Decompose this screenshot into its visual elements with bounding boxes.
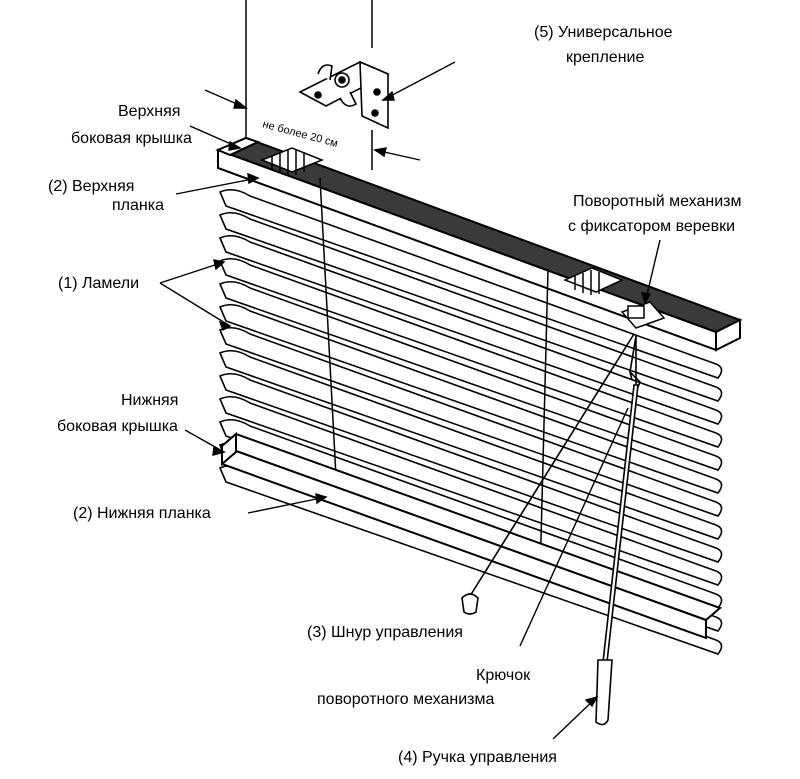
distance-arrows xyxy=(204,89,421,161)
label-bottom-side-cap-1: Нижняя xyxy=(121,392,178,409)
slat xyxy=(218,280,723,471)
label-max-distance: не более 20 см xyxy=(261,118,339,150)
label-control-wand: (4) Ручка управления xyxy=(398,749,557,766)
slat xyxy=(218,326,723,517)
cord-spool-right xyxy=(563,267,624,295)
label-top-side-cap-1: Верхняя xyxy=(118,103,180,120)
tilt-mechanism xyxy=(620,301,666,329)
headrail xyxy=(215,136,743,352)
label-universal-mount-1: (5) Универсальное xyxy=(534,24,673,41)
bottom-rail xyxy=(220,431,722,640)
control-cord xyxy=(461,333,635,615)
bottom-side-cap xyxy=(221,431,237,467)
slat xyxy=(218,303,723,494)
label-top-rail-1: (2) Верхняя xyxy=(48,178,134,195)
slat xyxy=(218,211,723,402)
label-control-cord: (3) Шнур управления xyxy=(307,624,463,641)
leader-lines xyxy=(159,61,661,740)
universal-mount-bracket xyxy=(298,60,390,130)
slat xyxy=(218,188,723,379)
slat xyxy=(218,395,723,586)
label-tilt-mechanism-1: Поворотный механизм xyxy=(573,193,741,210)
label-tilt-hook-2: поворотного механизма xyxy=(317,691,494,708)
ladder-strings xyxy=(319,177,549,579)
slat xyxy=(218,257,723,448)
slat xyxy=(218,349,723,540)
label-bottom-side-cap-2: боковая крышка xyxy=(57,418,178,435)
label-bottom-rail: (2) Нижняя планка xyxy=(73,505,211,522)
control-wand xyxy=(595,335,641,726)
cord-spool-left xyxy=(259,147,325,175)
label-tilt-mechanism-2: с фиксатором веревки xyxy=(568,218,735,235)
wall-guides xyxy=(245,0,373,170)
label-slats: (1) Ламели xyxy=(58,275,139,292)
slat xyxy=(218,418,723,609)
slats xyxy=(218,188,723,655)
label-tilt-hook-1: Крючок xyxy=(476,667,531,684)
label-universal-mount-2: крепление xyxy=(566,49,644,66)
slat xyxy=(218,234,723,425)
slat xyxy=(218,372,723,563)
label-top-rail-2: планка xyxy=(112,197,164,214)
label-top-side-cap-2: боковая крышка xyxy=(71,130,192,147)
